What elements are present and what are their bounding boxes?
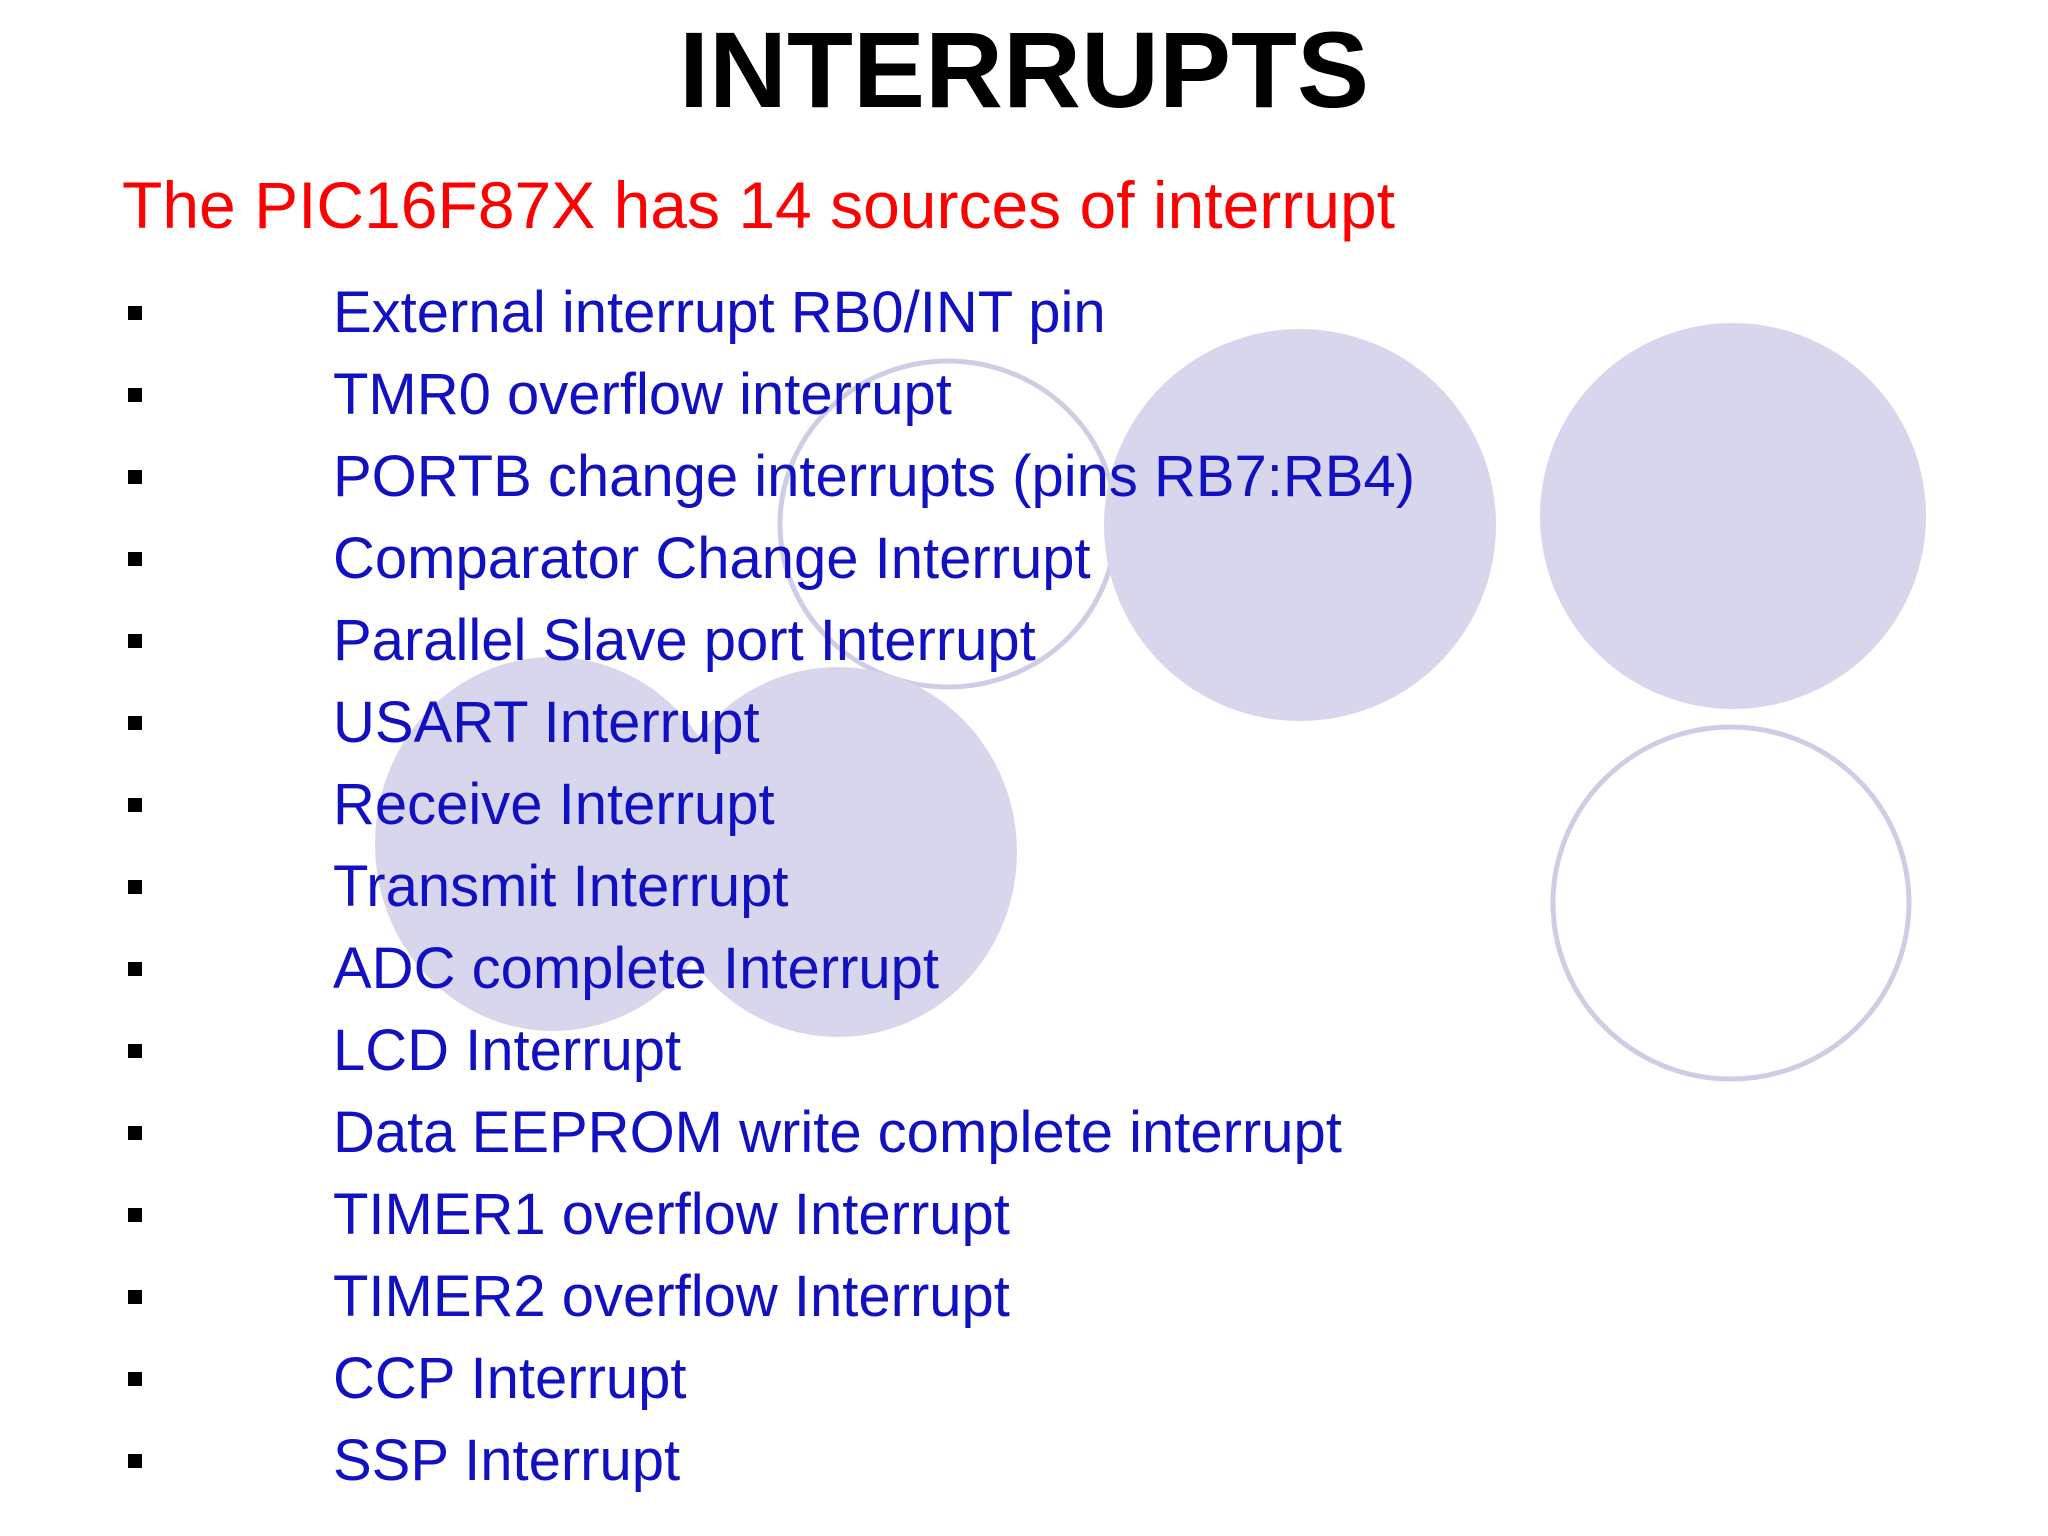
list-item-label: Transmit Interrupt — [333, 854, 789, 919]
square-bullet-icon — [128, 306, 142, 320]
page-title: INTERRUPTS — [678, 9, 1370, 130]
list-item-label: TIMER1 overflow Interrupt — [333, 1182, 1010, 1247]
list-item-label: Data EEPROM write complete interrupt — [333, 1100, 1342, 1165]
square-bullet-icon — [128, 552, 142, 566]
list-item: ADC complete Interrupt — [0, 928, 2048, 1010]
square-bullet-icon — [128, 880, 142, 894]
list-item: TIMER1 overflow Interrupt — [0, 1174, 2048, 1256]
list-item-label: TIMER2 overflow Interrupt — [333, 1264, 1010, 1329]
list-item: LCD Interrupt — [0, 1010, 2048, 1092]
list-item: USART Interrupt — [0, 682, 2048, 764]
square-bullet-icon — [128, 798, 142, 812]
square-bullet-icon — [128, 634, 142, 648]
list-item: Parallel Slave port Interrupt — [0, 600, 2048, 682]
list-item: Receive Interrupt — [0, 764, 2048, 846]
square-bullet-icon — [128, 470, 142, 484]
list-item-label: USART Interrupt — [333, 690, 760, 755]
list-item-label: SSP Interrupt — [333, 1428, 681, 1493]
list-item: External interrupt RB0/INT pin — [0, 272, 2048, 354]
list-item: TMR0 overflow interrupt — [0, 354, 2048, 436]
list-item-label: TMR0 overflow interrupt — [333, 362, 952, 427]
list-item-label: Comparator Change Interrupt — [333, 526, 1091, 591]
list-item-label: CCP Interrupt — [333, 1346, 687, 1411]
list-item: CCP Interrupt — [0, 1338, 2048, 1420]
square-bullet-icon — [128, 1290, 142, 1304]
square-bullet-icon — [128, 1044, 142, 1058]
list-item: Comparator Change Interrupt — [0, 518, 2048, 600]
square-bullet-icon — [128, 1208, 142, 1222]
interrupt-sources-list: External interrupt RB0/INT pin TMR0 over… — [0, 272, 2048, 1502]
list-item: Transmit Interrupt — [0, 846, 2048, 928]
list-item: SSP Interrupt — [0, 1420, 2048, 1502]
list-item-label: Receive Interrupt — [333, 772, 775, 837]
slide-subtitle: The PIC16F87X has 14 sources of interrup… — [122, 168, 1396, 242]
list-item-label: Parallel Slave port Interrupt — [333, 608, 1036, 673]
list-item: Data EEPROM write complete interrupt — [0, 1092, 2048, 1174]
list-item-label: PORTB change interrupts (pins RB7:RB4) — [333, 444, 1416, 509]
square-bullet-icon — [128, 1372, 142, 1386]
list-item-label: External interrupt RB0/INT pin — [333, 280, 1106, 345]
list-item-label: ADC complete Interrupt — [333, 936, 940, 1001]
square-bullet-icon — [128, 1126, 142, 1140]
square-bullet-icon — [128, 962, 142, 976]
list-item-label: LCD Interrupt — [333, 1018, 682, 1083]
list-item: TIMER2 overflow Interrupt — [0, 1256, 2048, 1338]
square-bullet-icon — [128, 716, 142, 730]
list-item: PORTB change interrupts (pins RB7:RB4) — [0, 436, 2048, 518]
square-bullet-icon — [128, 388, 142, 402]
square-bullet-icon — [128, 1454, 142, 1468]
